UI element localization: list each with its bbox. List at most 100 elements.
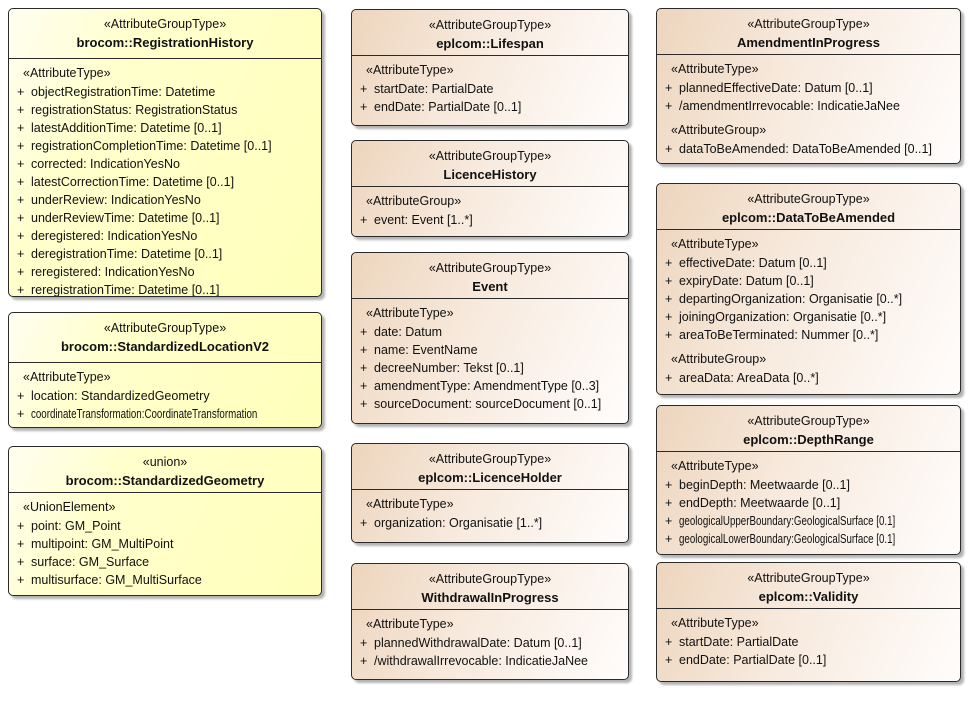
attribute-row: + surface: GM_Surface xyxy=(9,553,321,571)
class-name: brocom::StandardizedLocationV2 xyxy=(60,339,270,354)
visibility-marker: + xyxy=(17,193,25,207)
attribute-text: amendmentType: AmendmentType [0..3] xyxy=(374,379,600,393)
attribute-text: latestAdditionTime: Datetime [0..1] xyxy=(31,121,222,135)
attribute-text: plannedWithdrawalDate: Datum [0..1] xyxy=(374,636,582,650)
visibility-marker: + xyxy=(17,573,25,587)
stereotype-label: «AttributeGroupType» xyxy=(747,414,870,428)
attribute-text: coordinateTransformation:CoordinateTrans… xyxy=(31,407,258,421)
uml-class-licence-history[interactable]: «AttributeGroupType»LicenceHistory«Attri… xyxy=(351,140,629,237)
attribute-row: + latestAdditionTime: Datetime [0..1] xyxy=(9,119,321,137)
uml-class-lifespan[interactable]: «AttributeGroupType»eplcom::Lifespan«Att… xyxy=(351,9,629,126)
uml-class-depth-range[interactable]: «AttributeGroupType»eplcom::DepthRange«A… xyxy=(656,405,961,555)
attribute-text: multisurface: GM_MultiSurface xyxy=(31,573,202,587)
stereotype-label: «AttributeGroupType» xyxy=(747,192,870,206)
attribute-row: +expiryDate: Datum [0..1] xyxy=(657,272,960,290)
attribute-section: «AttributeType»+location: StandardizedGe… xyxy=(9,368,321,423)
uml-class-amendment-in-progress[interactable]: «AttributeGroupType» AmendmentInProgress «… xyxy=(656,8,961,164)
section-stereotype: «AttributeType» xyxy=(671,459,759,473)
visibility-marker: + xyxy=(17,121,25,135)
visibility-marker: + xyxy=(17,537,25,551)
class-name: LicenceHistory xyxy=(443,167,537,182)
visibility-marker: + xyxy=(17,247,25,261)
attribute-row: +/amendmentIrrevocable: IndicatieJaNee xyxy=(657,97,960,115)
uml-class-validity[interactable]: «AttributeGroupType»eplcom::Validity«Att… xyxy=(656,562,961,682)
visibility-marker: + xyxy=(17,265,25,279)
attribute-text: registrationStatus: RegistrationStatus xyxy=(31,103,238,117)
visibility-marker: + xyxy=(17,175,25,189)
attribute-text: surface: GM_Surface xyxy=(31,555,150,569)
attribute-text: date: Datum xyxy=(374,325,443,339)
section-stereotype: «AttributeGroup» xyxy=(671,352,767,366)
attribute-text: multipoint: GM_MultiPoint xyxy=(31,537,174,551)
visibility-marker: + xyxy=(17,407,25,421)
visibility-marker: + xyxy=(360,361,368,375)
class-name: WithdrawalInProgress xyxy=(421,590,559,605)
section-stereotype: «AttributeType» xyxy=(366,617,454,631)
attribute-row: +corrected: IndicationYesNo xyxy=(9,155,321,173)
attribute-text: plannedEffectiveDate: Datum [0..1] xyxy=(679,81,873,95)
stereotype-label: «AttributeGroupType» xyxy=(428,149,552,163)
attribute-text: endDate: PartialDate [0..1] xyxy=(679,653,827,667)
uml-class-data-to-be-amended[interactable]: «AttributeGroupType»eplcom::DataToBeAmen… xyxy=(656,183,961,395)
attributes-compartment: «AttributeType»+date: Datum+name: EventN… xyxy=(352,299,628,413)
stereotype-label: «AttributeGroupType» xyxy=(103,17,227,31)
attribute-row: +name: EventName xyxy=(352,341,628,359)
visibility-marker: + xyxy=(665,532,673,546)
attribute-text: geologicalUpperBoundary:GeologicalSurfac… xyxy=(679,514,896,528)
attribute-text: reregistrationTime: Datetime [0..1] xyxy=(31,283,220,297)
attribute-row: +registrationCompletionTime: Datetime [0… xyxy=(9,137,321,155)
visibility-marker: + xyxy=(665,653,673,667)
attribute-section: «AttributeType»+startDate: PartialDate+e… xyxy=(657,614,960,669)
attribute-text: corrected: IndicationYesNo xyxy=(31,157,180,171)
attribute-row: + location: StandardizedGeometry xyxy=(9,387,321,405)
uml-class-licence-holder[interactable]: «AttributeGroupType»eplcom::LicenceHolde… xyxy=(351,443,629,543)
attribute-row: +/withdrawalIrrevocable: IndicatieJaNee xyxy=(352,652,628,670)
attributes-compartment: «AttributeType»+objectRegistrationTime: … xyxy=(9,59,321,297)
attribute-text: geologicalLowerBoundary:GeologicalSurfac… xyxy=(679,532,896,546)
attribute-text: startDate: PartialDate xyxy=(679,635,799,649)
stereotype-label: «AttributeGroupType» xyxy=(428,261,552,275)
uml-class-withdrawal-in-progress[interactable]: «AttributeGroupType» WithdrawalInProgress… xyxy=(351,563,629,680)
attribute-row: +event: Event [1..*] xyxy=(352,211,628,229)
attribute-row: +amendmentType: AmendmentType [0..3] xyxy=(352,377,628,395)
attribute-text: endDepth: Meetwaarde [0..1] xyxy=(679,496,841,510)
attribute-section: «AttributeGroup»+areaData: AreaData [0..… xyxy=(657,350,960,387)
class-name: brocom::StandardizedGeometry xyxy=(65,473,265,488)
visibility-marker: + xyxy=(17,555,25,569)
visibility-marker: + xyxy=(665,635,673,649)
attribute-text: location: StandardizedGeometry xyxy=(31,389,210,403)
attribute-text: underReview: IndicationYesNo xyxy=(31,193,201,207)
visibility-marker: + xyxy=(360,343,368,357)
stereotype-label: «union» xyxy=(142,455,188,469)
uml-class-registration-history[interactable]: «AttributeGroupType»brocom::Registration… xyxy=(8,8,322,297)
attribute-section: «AttributeType»+objectRegistrationTime: … xyxy=(9,64,321,297)
visibility-marker: + xyxy=(360,82,368,96)
attribute-text: startDate: PartialDate xyxy=(374,82,494,96)
attributes-compartment: «AttributeType»+plannedWithdrawalDate: D… xyxy=(352,610,628,670)
visibility-marker: + xyxy=(665,514,673,528)
uml-class-event[interactable]: «AttributeGroupType»Event«AttributeType»… xyxy=(351,252,629,424)
stereotype-label: «AttributeGroupType» xyxy=(428,18,552,32)
attribute-section: «AttributeType»+plannedEffectiveDate: Da… xyxy=(657,60,960,115)
attributes-compartment: «AttributeType»+startDate: PartialDate+e… xyxy=(352,56,628,116)
visibility-marker: + xyxy=(17,389,25,403)
visibility-marker: + xyxy=(665,274,673,288)
attribute-row: +decreeNumber: Tekst [0..1] xyxy=(352,359,628,377)
attribute-row: +date: Datum xyxy=(352,323,628,341)
class-name: AmendmentInProgress xyxy=(736,35,881,50)
class-name: Event xyxy=(472,279,508,294)
stereotype-label: «AttributeGroupType» xyxy=(747,17,870,31)
uml-class-standardized-geometry[interactable]: «union»brocom::StandardizedGeometry«Unio… xyxy=(8,446,322,596)
class-header: «AttributeGroupType»eplcom::Validity xyxy=(657,563,960,609)
attribute-text: areaToBeTerminated: Nummer [0..*] xyxy=(679,328,879,342)
attribute-row: +endDepth: Meetwaarde [0..1] xyxy=(657,494,960,512)
uml-class-standardized-location-v2[interactable]: «AttributeGroupType»brocom::Standardized… xyxy=(8,312,322,428)
attribute-row: +deregistered: IndicationYesNo xyxy=(9,227,321,245)
stereotype-label: «AttributeGroupType» xyxy=(428,572,552,586)
attribute-text: departingOrganization: Organisatie [0..*… xyxy=(679,292,903,306)
class-header: «union»brocom::StandardizedGeometry xyxy=(9,447,321,493)
attribute-text: underReviewTime: Datetime [0..1] xyxy=(31,211,220,225)
attribute-section: «AttributeType»+startDate: PartialDate+e… xyxy=(352,61,628,116)
section-stereotype: «UnionElement» xyxy=(23,500,116,514)
visibility-marker: + xyxy=(665,99,673,113)
